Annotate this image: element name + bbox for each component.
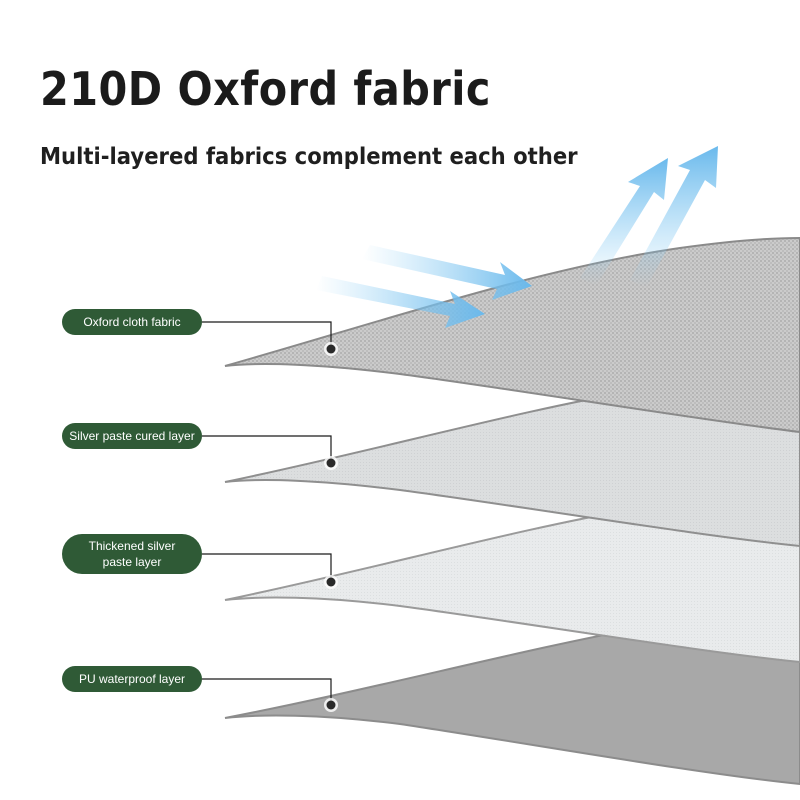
pu-waterproof-layer — [224, 610, 800, 786]
leader-line — [202, 678, 332, 705]
label-text: Oxford cloth fabric — [83, 315, 180, 329]
marker-dot — [326, 700, 336, 710]
label-oxford-cloth-fabric: Oxford cloth fabric — [62, 309, 202, 335]
leader-line — [202, 553, 332, 582]
label-silver-paste-cured-layer: Silver paste cured layer — [62, 423, 202, 449]
silver-paste-cured-layer — [224, 374, 800, 548]
label-text: Silver paste cured layer — [69, 429, 194, 443]
marker-dot — [326, 458, 336, 468]
label-text: PU waterproof layer — [79, 672, 185, 686]
leader-line — [202, 435, 332, 463]
airflow-arrows — [316, 146, 718, 328]
airflow-arrow-icon — [316, 276, 485, 328]
oxford-cloth-fabric-layer — [224, 236, 800, 434]
label-badge — [62, 423, 202, 449]
label-badge — [62, 666, 202, 692]
label-thickened-silver-paste-layer: Thickened silver paste layer — [62, 534, 202, 574]
marker-dot — [326, 577, 336, 587]
label-text: paste layer — [103, 555, 162, 569]
label-badge — [62, 534, 202, 574]
airflow-arrow-icon — [580, 158, 668, 286]
label-badge — [62, 309, 202, 335]
airflow-arrow-icon — [362, 245, 532, 300]
thickened-silver-paste-layer — [224, 492, 800, 664]
label-pu-waterproof-layer: PU waterproof layer — [62, 666, 202, 692]
page-title: 210D Oxford fabric — [40, 62, 491, 116]
marker-dot — [326, 344, 336, 354]
leader-line — [202, 321, 332, 349]
airflow-arrow-icon — [630, 146, 718, 288]
page-subtitle: Multi-layered fabrics complement each ot… — [40, 144, 578, 170]
label-text: Thickened silver — [89, 539, 176, 553]
